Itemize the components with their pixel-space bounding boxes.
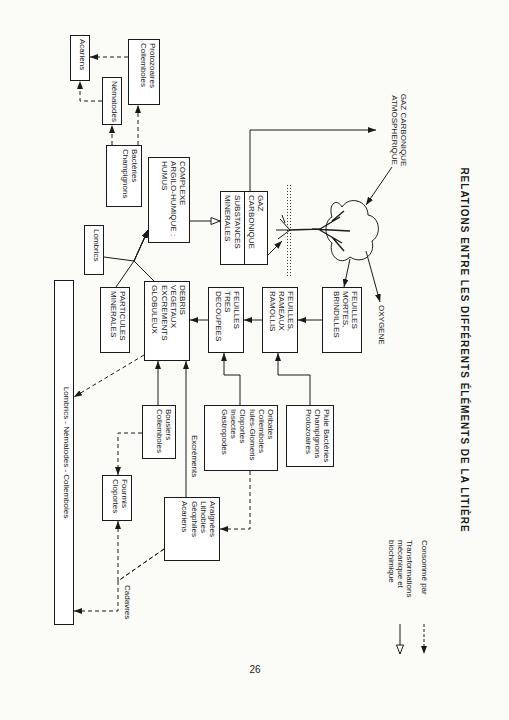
connector <box>74 549 164 611</box>
box-text: Lombrics <box>92 229 101 271</box>
box: Bactéries Champignons <box>106 145 142 207</box>
box: Pluie Bactéries Champignons Protozoaires <box>286 405 334 467</box>
connector <box>80 81 102 101</box>
page-number: 26 <box>240 664 270 676</box>
box-text: COMPLEXE ARGILO-HUMIQUE : HUMUS <box>159 161 187 239</box>
box-text: FEUILLES TRES DECOUPEES <box>213 291 241 349</box>
box: FEUILLES, RAMEAUX RAMOLLIS <box>262 287 298 353</box>
box: Oribates Collemboles Iules-Glomeris Clop… <box>204 405 278 471</box>
connector <box>138 105 139 145</box>
box-text: GAZ CARBONIQUE <box>247 195 265 261</box>
box: GAZ CARBONIQUESUBSTANCES MINERALES <box>220 191 268 265</box>
box: PARTICULES MINERALES <box>100 287 130 353</box>
box-text: Lombrics - Nématodes - Collemboles <box>62 284 71 621</box>
box: DEBRIS VEGETAUX EXCREMENTS GLOBULEUX <box>144 281 190 361</box>
connector <box>90 57 128 58</box>
connector <box>278 353 310 405</box>
connector <box>118 521 164 581</box>
connector <box>116 230 148 287</box>
box: Lombrics - Nématodes - Collemboles <box>54 280 74 625</box>
box: Bousiers Collemboles <box>142 405 176 459</box>
connector <box>190 320 208 321</box>
box-text: Araignées Lithobies Géophiles Acariens <box>180 501 217 557</box>
connector <box>158 361 159 405</box>
connector <box>220 471 250 529</box>
connector-layer <box>20 25 490 665</box>
box-text: Fourmis Cloportes <box>111 479 129 517</box>
connector <box>74 355 144 397</box>
legend-row: Transformations mécanique et biochimique <box>386 540 414 664</box>
rotated-sheet: RELATIONS ENTRE LES DIFFÉRENTS ÉLÉMENTS … <box>20 25 490 665</box>
annotation: GAZ CARBONIQUE ATMOSPHERIQUE <box>390 93 408 167</box>
box-text: FEUILLES, RAMEAUX RAMOLLIS <box>267 291 295 349</box>
box-text: PARTICULES MINERALES <box>109 291 127 349</box>
legend-line <box>400 624 401 654</box>
legend-sample <box>418 622 430 658</box>
flow-arrow <box>250 130 376 191</box>
connector <box>118 433 142 475</box>
box-text: Acariens <box>78 39 87 77</box>
connector <box>104 230 148 261</box>
box: Protozoaires Collemboles <box>128 39 160 105</box>
box: FEUILLES TRES DECOUPEES <box>208 287 244 353</box>
annotation: Excréments <box>190 435 199 495</box>
box: Acariens <box>70 35 90 81</box>
flow-arrow <box>366 251 380 302</box>
tree-roots <box>276 215 290 239</box>
box: FEUILLES MORTES, BRINDILLES <box>322 287 362 353</box>
connector <box>224 353 240 405</box>
box-text: Bousiers Collemboles <box>155 409 173 455</box>
connector <box>190 221 220 222</box>
connector <box>298 320 322 321</box>
annotation: Cadavres <box>123 585 132 635</box>
box-text: Pluie Bactéries Champignons Protozoaires <box>303 409 331 463</box>
box-text: Protozoaires Collemboles <box>139 43 157 101</box>
legend-row: Consommé par <box>418 540 430 664</box>
legend-sample <box>394 622 406 658</box>
box-text: DEBRIS VEGETAUX EXCREMENTS GLOBULEUX <box>150 285 187 357</box>
legend-text: Transformations mécanique et biochimique <box>386 540 414 622</box>
connector <box>244 320 262 321</box>
diagram-title: RELATIONS ENTRE LES DIFFÉRENTS ÉLÉMENTS … <box>459 125 470 575</box>
legend-line <box>424 624 425 654</box>
flow-arrow <box>344 259 350 287</box>
connectors <box>74 57 322 611</box>
legend: Consommé par Transformations mécanique et… <box>382 540 430 664</box>
box-text: SUBSTANCES MINERALES <box>223 192 244 264</box>
connector <box>186 361 187 497</box>
box: Araignées Lithobies Géophiles Acariens <box>164 497 220 561</box>
box-text: Oribates Collemboles Iules-Glomeris Clop… <box>220 409 275 467</box>
annotation: OXYGENE <box>377 305 386 355</box>
box: Nématodes <box>102 77 122 125</box>
box-text: Bactéries Champignons <box>121 149 139 203</box>
box: COMPLEXE ARGILO-HUMIQUE : HUMUS <box>148 157 190 243</box>
flow-arrow <box>366 167 392 205</box>
legend-text: Consommé par <box>419 540 428 622</box>
box-text: FEUILLES MORTES, BRINDILLES <box>331 291 359 349</box>
box: Fourmis Cloportes <box>102 475 132 521</box>
flow-arrow <box>268 241 282 255</box>
connector <box>112 125 113 145</box>
box: Lombrics <box>84 225 104 275</box>
box-text: Nématodes <box>110 81 119 121</box>
tree-trunk <box>290 211 350 251</box>
